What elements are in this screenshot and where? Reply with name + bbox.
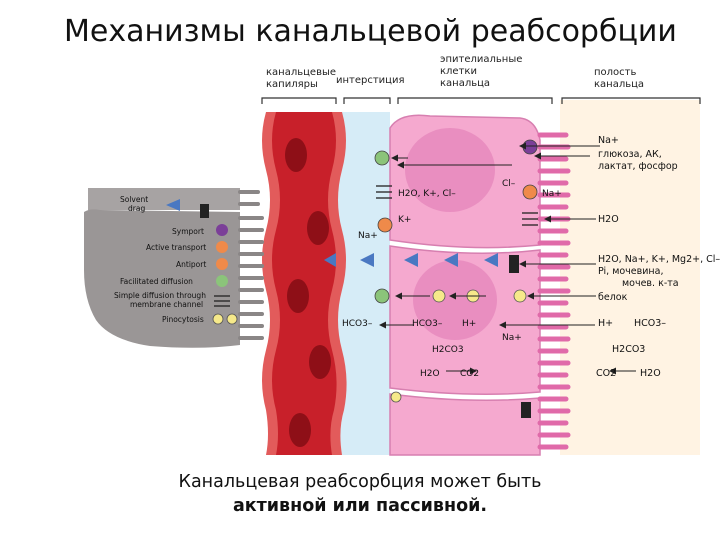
h2co3-label: H2CO3 — [432, 345, 464, 355]
lumen-mix-label: H2O, Na+, K+, Mg2+, Cl–, — [598, 254, 720, 265]
solvent-drag-icon — [324, 253, 336, 267]
epithelial-cells — [389, 114, 571, 456]
tight-junction — [521, 402, 531, 418]
basolateral-ions-label: H2O, K+, Cl– — [398, 189, 456, 199]
lumen-h2o-label: H2O — [598, 214, 619, 225]
facilitated-diffusion-icon — [374, 150, 390, 166]
page-title: Механизмы канальцевой реабсорбции — [64, 14, 677, 49]
antiport-icon — [216, 258, 228, 270]
lumen-label: канальца — [594, 79, 644, 90]
active-transport-icon — [216, 241, 228, 253]
legend-antiport-label: Antiport — [176, 260, 206, 269]
epithelium-label: канальца — [440, 78, 490, 89]
active-transport-icon — [522, 184, 538, 200]
solvent-drag-icon — [444, 253, 458, 267]
red-blood-cell — [285, 138, 307, 172]
red-blood-cell — [289, 413, 311, 447]
pinocytosis-icon — [226, 313, 238, 325]
cell-labels: H2O, K+, Cl– Cl– Na+ K+ Na+ HCO3– HCO3– … — [342, 179, 562, 379]
region-brackets — [261, 97, 701, 104]
k-label: K+ — [398, 215, 411, 225]
pinocytosis-icon — [513, 289, 527, 303]
solvent-drag-icon — [360, 253, 374, 267]
red-blood-cell — [309, 345, 331, 379]
na-label: Na+ — [358, 231, 378, 241]
lumen-h-label: H+ — [598, 318, 613, 329]
h2o-label: H2O — [420, 369, 440, 379]
lumen-h2co3-label: H2CO3 — [612, 344, 645, 355]
cl-label: Cl– — [502, 179, 516, 189]
lumen-na-label: Na+ — [598, 135, 619, 146]
legend-symport-label: Symport — [172, 227, 204, 236]
lumen-label: полость — [594, 67, 636, 78]
pinocytosis-icon — [212, 313, 224, 325]
h-label: H+ — [462, 319, 476, 329]
capillary — [262, 112, 347, 455]
legend-simple-diffusion-label: Simple diffusion through — [114, 291, 206, 300]
channel-icon — [214, 295, 230, 307]
symport-icon — [216, 224, 228, 236]
region-labels: канальцевые капиляры интерстиция эпители… — [266, 54, 644, 90]
na-label: Na+ — [502, 333, 522, 343]
hco3-label: HCO3– — [342, 319, 373, 329]
legend-panel: Solvent drag Symport Active transport An… — [84, 188, 264, 348]
tight-junction — [509, 255, 519, 273]
capillaries-label: канальцевые — [266, 67, 336, 78]
lumen-lactate-label: лактат, фосфор — [598, 161, 678, 172]
facilitated-diffusion-icon — [374, 288, 390, 304]
cell-nucleus — [413, 260, 497, 340]
red-blood-cell — [287, 279, 309, 313]
facilitated-diffusion-icon — [216, 275, 228, 287]
pinocytosis-icon — [390, 391, 402, 403]
red-blood-cell — [307, 211, 329, 245]
lumen-mix-label: Pi, мочевина, — [598, 266, 663, 277]
caption-line-1: Канальцевая реабсорбция может быть — [178, 472, 542, 492]
caption-line-2: активной или пассивной. — [232, 496, 488, 516]
lumen-labels: Na+ глюкоза, АК, лактат, фосфор H2O H2O,… — [596, 135, 720, 379]
solvent-drag-icon — [404, 253, 418, 267]
na-label: Na+ — [542, 189, 562, 199]
channel-icon — [522, 212, 538, 226]
solvent-drag-icon — [166, 199, 180, 211]
cell-nucleus — [405, 128, 495, 212]
symport-icon — [522, 139, 538, 155]
tight-junction-icon — [200, 204, 209, 218]
solvent-drag-icon — [484, 253, 498, 267]
epithelium-label: клетки — [440, 66, 477, 77]
lumen-glucose-label: глюкоза, АК, — [598, 149, 662, 160]
lumen-hco3-label: HCO3– — [634, 318, 666, 329]
lumen-h2o-label: H2O — [640, 368, 661, 379]
pinocytosis-icon — [432, 289, 446, 303]
channel-icon — [376, 185, 392, 199]
lumen-region — [560, 100, 700, 455]
legend-solvent-drag-label: drag — [128, 204, 145, 213]
legend-pinocytosis-label: Pinocytosis — [162, 315, 204, 324]
legend-active-transport-label: Active transport — [146, 243, 206, 252]
legend-simple-diffusion-label: membrane channel — [130, 300, 203, 309]
capillaries-label: капиляры — [266, 79, 318, 90]
lumen-mix-label: мочев. к-та — [622, 278, 679, 289]
lumen-protein-label: белок — [598, 292, 628, 303]
epithelium-label: эпителиальные — [440, 54, 522, 65]
lumen-co2-label: CO2 — [596, 368, 616, 379]
co2-label: CO2 — [460, 369, 479, 379]
caption: Канальцевая реабсорбция может быть актив… — [0, 470, 720, 518]
interstitium-label: интерстиция — [336, 75, 405, 86]
active-transport-icon — [377, 217, 393, 233]
transport-symbols — [324, 139, 636, 403]
legend-facilitated-diffusion-label: Facilitated diffusion — [120, 277, 193, 286]
legend-solvent-drag-label: Solvent — [120, 195, 148, 204]
hco3-label: HCO3– — [412, 319, 443, 329]
